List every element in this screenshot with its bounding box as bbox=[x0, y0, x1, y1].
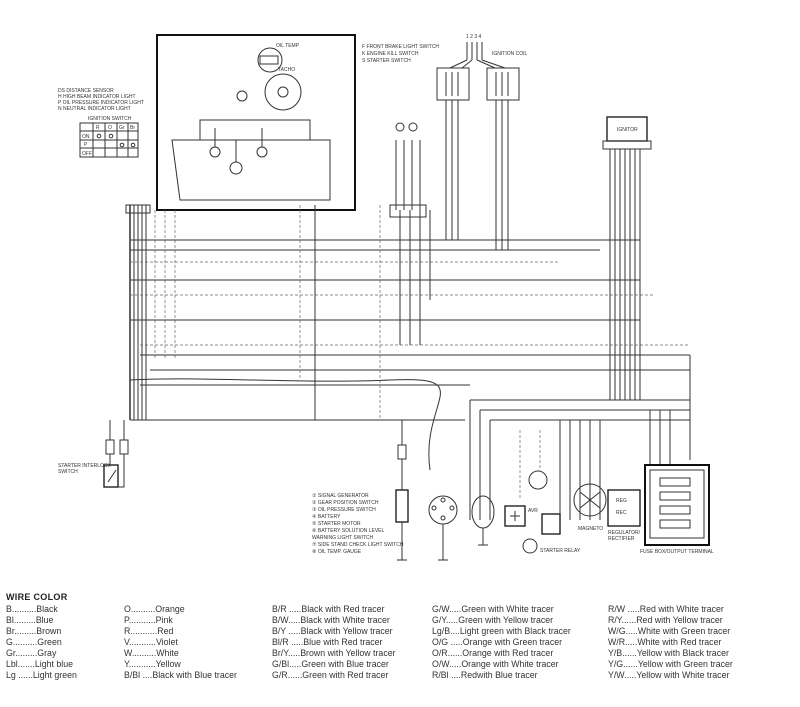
comp-battery: ④ BATTERY bbox=[312, 514, 341, 520]
wire-color-entry: G/Bl.....Green with Blue tracer bbox=[272, 659, 389, 669]
wire-color-entry: Lg/B....Light green with Black tracer bbox=[432, 626, 571, 636]
wire-color-entry: V...........Violet bbox=[124, 637, 178, 647]
wire-color-entry: R...........Red bbox=[124, 626, 174, 636]
starter-interlock-label-2: SWITCH bbox=[58, 469, 78, 475]
magneto-label: MAGNETO bbox=[578, 526, 603, 532]
ign-row-p: P bbox=[84, 142, 88, 148]
wire-color-entry: Lbl.......Light blue bbox=[6, 659, 73, 669]
comp-gear-position: ② GEAR POSITION SWITCH bbox=[312, 500, 379, 506]
wire-color-column-4: G/W.....Green with White tracer G/Y.....… bbox=[432, 604, 571, 681]
wire-color-column-5: R/W .....Red with White tracer R/Y......… bbox=[608, 604, 733, 681]
comp-side-stand: ⑦ SIDE STAND CHECK LIGHT SWITCH bbox=[312, 542, 404, 548]
ign-col-r: R bbox=[96, 125, 100, 131]
ign-col-gr: Gr bbox=[119, 125, 125, 131]
ignition-coil-label: IGNITION COIL bbox=[492, 51, 528, 57]
wire-color-entry: G/W.....Green with White tracer bbox=[432, 604, 554, 614]
indicator-legend: DS DISTANCE SENSOR H HIGH BEAM INDICATOR… bbox=[58, 88, 144, 112]
wire-color-entry: B/Y .....Black with Yellow tracer bbox=[272, 626, 393, 636]
ign-col-br: Br bbox=[130, 125, 135, 131]
wire-color-entry: Y/B......Yellow with Black tracer bbox=[608, 648, 729, 658]
wire-color-column-2: O..........Orange P...........Pink R....… bbox=[124, 604, 237, 681]
switch-starter: S STARTER SWITCH bbox=[362, 58, 411, 64]
comp-oil-pressure: ③ OIL PRESSURE SWITCH bbox=[312, 507, 376, 513]
ignitor-label: IGNITOR bbox=[617, 127, 638, 133]
legend-h: H HIGH BEAM INDICATOR LIGHT bbox=[58, 94, 136, 100]
ignition-switch: IGNITION SWITCH R O Gr Br ON P OFF bbox=[79, 116, 139, 158]
wire-color-entry: O/G .....Orange with Green tracer bbox=[432, 637, 563, 647]
legend-n: N NEUTRAL INDICATOR LIGHT bbox=[58, 106, 131, 112]
wiring-diagram: OIL TEMP TACHO DS DISTANCE SENSOR H HIGH… bbox=[58, 34, 714, 561]
starter-relay-label: STARTER RELAY bbox=[540, 548, 581, 554]
tacho-label: TACHO bbox=[278, 67, 295, 73]
instrument-cluster: OIL TEMP TACHO bbox=[156, 34, 356, 211]
wire-color-entry: W..........White bbox=[124, 648, 179, 658]
wire-color-entry: Bl/R .....Blue with Red tracer bbox=[272, 637, 383, 647]
wire-color-entry: Br/Y.....Brown with Yellow tracer bbox=[272, 648, 396, 658]
wire-color-title: WIRE COLOR bbox=[6, 592, 68, 602]
wire-color-entry: R/Y......Red with Yellow tracer bbox=[608, 615, 723, 625]
starter-interlock-switch: STARTER INTERLOCK SWITCH bbox=[58, 420, 129, 488]
starter-interlock-label-1: STARTER INTERLOCK bbox=[58, 463, 112, 469]
coil-plug-numbers: 1 2 3 4 bbox=[466, 34, 482, 40]
switch-engine-kill: K ENGINE KILL SWITCH bbox=[362, 51, 419, 57]
handlebar-switch-legend: F FRONT BRAKE LIGHT SWITCH K ENGINE KILL… bbox=[362, 44, 439, 64]
wire-color-entry: Bl.........Blue bbox=[6, 615, 54, 625]
wire-color-entry: R/Bl ....Redwith Blue tracer bbox=[432, 670, 538, 680]
wire-color-entry: O/R......Orange with Red tracer bbox=[432, 648, 554, 658]
wire-color-entry: Gr.........Gray bbox=[6, 648, 57, 658]
regulator-label-2: RECTIFIER bbox=[608, 536, 635, 542]
ignition-coils: 1 2 3 4 IGNITION COIL bbox=[436, 34, 528, 101]
comp-oil-temp-gauge: ⑧ OIL TEMP. GAUGE bbox=[312, 549, 362, 555]
wire-color-column-1: B..........Black Bl.........Blue Br.....… bbox=[6, 604, 77, 681]
wire-color-entry: Y/W.....Yellow with White tracer bbox=[608, 670, 730, 680]
wire-color-entry: Y...........Yellow bbox=[124, 659, 181, 669]
handlebar-switch-block bbox=[389, 122, 427, 218]
comp-battery-level: ⑥ BATTERY SOLUTION LEVEL bbox=[312, 528, 385, 534]
wire-color-column-3: B/R .....Black with Red tracer B/W.....B… bbox=[272, 604, 396, 681]
ign-row-on: ON bbox=[82, 134, 90, 140]
ignitor: IGNITOR bbox=[602, 116, 652, 150]
wire-color-entry: O/W.....Orange with White tracer bbox=[432, 659, 559, 669]
rec-label: REC bbox=[616, 510, 627, 516]
wire-color-entry: B/Bl ....Black with Blue tracer bbox=[124, 670, 237, 680]
wire-color-entry: W/R.....White with Red tracer bbox=[608, 637, 722, 647]
lower-components: AVR STARTER RELAY MAGNETO REG REC REGULA… bbox=[395, 420, 714, 561]
wire-color-entry: B/W.....Black with White tracer bbox=[272, 615, 390, 625]
ign-col-o: O bbox=[108, 125, 112, 131]
switch-front-brake: F FRONT BRAKE LIGHT SWITCH bbox=[362, 44, 439, 50]
wire-color-entry: B..........Black bbox=[6, 604, 58, 614]
wire-color-entry: B/R .....Black with Red tracer bbox=[272, 604, 385, 614]
wire-color-entry: G/Y.....Green with Yellow tracer bbox=[432, 615, 554, 625]
comp-signal-generator: ① SIGNAL GENERATOR bbox=[312, 493, 369, 499]
comp-battery-level-2: WARNING LIGHT SWITCH bbox=[312, 535, 374, 541]
legend-ds: DS DISTANCE SENSOR bbox=[58, 88, 114, 94]
comp-starter-motor: ⑤ STARTER MOTOR bbox=[312, 521, 361, 527]
wire-color-legend: WIRE COLOR B..........Black Bl.........B… bbox=[6, 592, 794, 702]
component-legend: ① SIGNAL GENERATOR ② GEAR POSITION SWITC… bbox=[312, 493, 404, 555]
reg-label: REG bbox=[616, 498, 627, 504]
avr-label: AVR bbox=[528, 508, 538, 514]
legend-p: P OIL PRESSURE INDICATOR LIGHT bbox=[58, 100, 144, 106]
wire-color-entry: G/R......Green with Red tracer bbox=[272, 670, 389, 680]
wire-color-entry: Br.........Brown bbox=[6, 626, 62, 636]
wire-color-entry: O..........Orange bbox=[124, 604, 185, 614]
ign-row-off: OFF bbox=[82, 151, 92, 157]
wire-color-entry: W/G.....White with Green tracer bbox=[608, 626, 731, 636]
wire-color-entry: G..........Green bbox=[6, 637, 62, 647]
wire-color-entry: P...........Pink bbox=[124, 615, 173, 625]
ignition-switch-label: IGNITION SWITCH bbox=[88, 116, 132, 122]
regulator-label-1: REGULATOR/ bbox=[608, 530, 641, 536]
fuse-box-label: FUSE BOX/OUTPUT TERMINAL bbox=[640, 549, 714, 555]
wire-color-entry: R/W .....Red with White tracer bbox=[608, 604, 724, 614]
wiring-harness bbox=[125, 100, 691, 520]
wire-color-entry: Lg ......Light green bbox=[6, 670, 77, 680]
oil-temp-label: OIL TEMP bbox=[276, 43, 300, 49]
wire-color-entry: Y/G......Yellow with Green tracer bbox=[608, 659, 733, 669]
